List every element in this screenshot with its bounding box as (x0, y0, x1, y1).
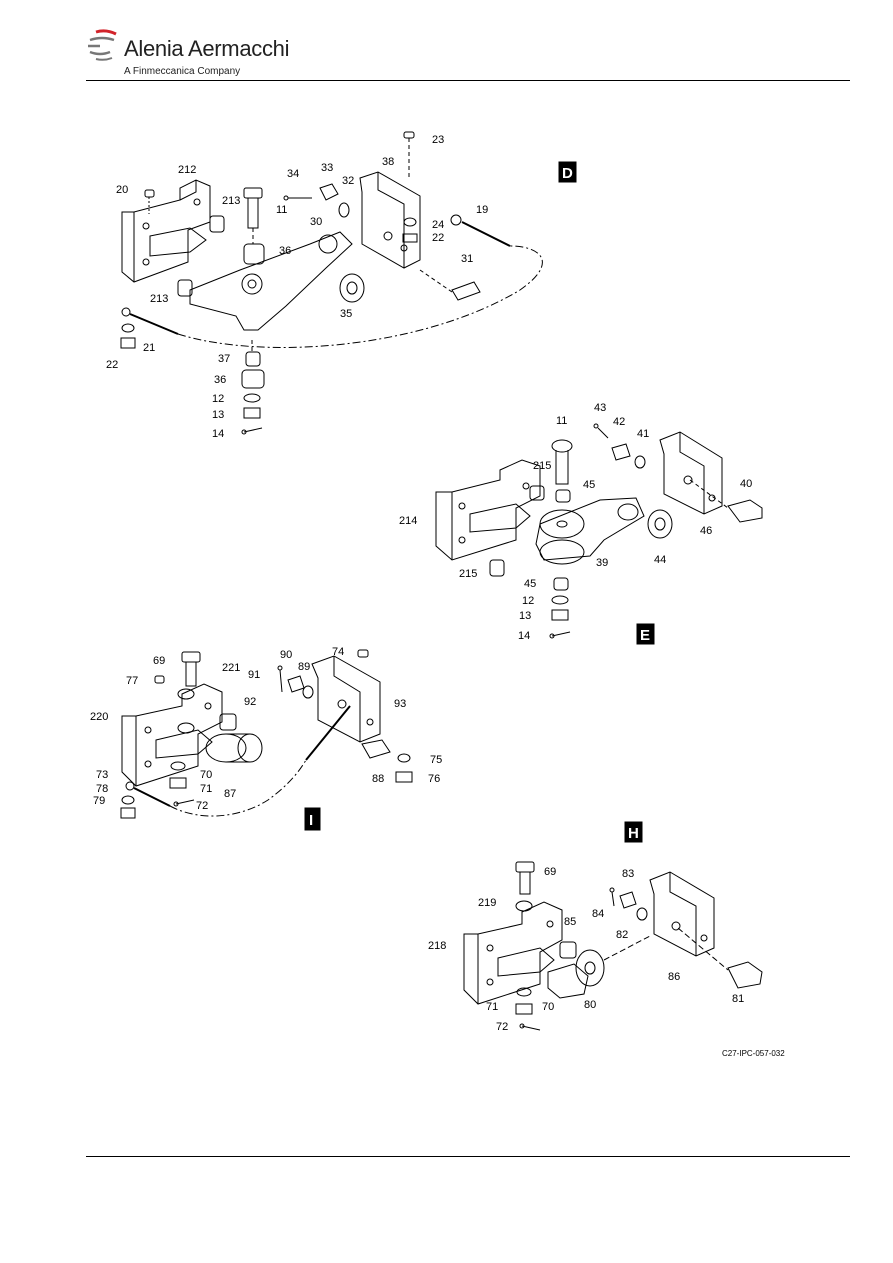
callout: 22 (432, 232, 444, 244)
callout: 36 (279, 245, 291, 257)
callout: 36 (214, 374, 226, 386)
callout: 13 (212, 409, 224, 421)
callout: 88 (372, 773, 384, 785)
company-name: Alenia Aermacchi (124, 36, 290, 61)
callout: 38 (382, 156, 394, 168)
callout: 32 (342, 175, 354, 187)
callout: 212 (178, 164, 196, 176)
callout: 71 (486, 1001, 498, 1013)
callout: 22 (106, 359, 118, 371)
view-h-assembly (463, 861, 763, 1031)
callout: 12 (522, 595, 534, 607)
view-d-assembly (120, 131, 543, 435)
callout: 40 (740, 478, 752, 490)
callout: 31 (461, 253, 473, 265)
footer-rule (86, 1156, 850, 1157)
callout: 87 (224, 788, 236, 800)
callout: 213 (222, 195, 240, 207)
callout: 89 (298, 661, 310, 673)
callout: 74 (332, 646, 344, 658)
callout: 220 (90, 711, 108, 723)
callout: 24 (432, 219, 444, 231)
callout: 11 (276, 204, 287, 216)
view-badge-e (636, 623, 655, 645)
callout: 215 (533, 460, 551, 472)
callout: 213 (150, 293, 168, 305)
callout: 12 (212, 393, 224, 405)
callout: 83 (622, 868, 634, 880)
callout: 21 (143, 342, 155, 354)
callout: 43 (594, 402, 606, 414)
callout: 35 (340, 308, 352, 320)
callout: 45 (583, 479, 595, 491)
callout: 91 (248, 669, 260, 681)
callouts-view-i: 69 221 90 74 77 91 89 220 92 93 73 70 75… (90, 646, 442, 812)
callouts-view-d: 23 212 20 34 33 32 38 213 11 30 24 22 19… (106, 134, 488, 440)
callout: 70 (542, 1001, 554, 1013)
callout: 71 (200, 783, 212, 795)
header-rule (86, 80, 850, 81)
drawing-code: C27-IPC-057-032 (722, 1049, 785, 1058)
callout: 82 (616, 929, 628, 941)
callout: 44 (654, 554, 666, 566)
callout: 78 (96, 783, 108, 795)
callout: 86 (668, 971, 680, 983)
callout: 85 (564, 916, 576, 928)
view-badge-d (558, 161, 577, 183)
callout: 93 (394, 698, 406, 710)
callout: 214 (399, 515, 417, 527)
view-letter-d: D (562, 165, 573, 182)
view-badge-h (624, 821, 643, 843)
callout: 219 (478, 897, 496, 909)
company-tagline: A Finmeccanica Company (124, 66, 241, 77)
callout: 45 (524, 578, 536, 590)
callout: 70 (200, 769, 212, 781)
callout: 41 (637, 428, 649, 440)
callout: 84 (592, 908, 604, 920)
page-header: Alenia Aermacchi A Finmeccanica Company (0, 0, 893, 84)
callout: 39 (596, 557, 608, 569)
callout: 30 (310, 216, 322, 228)
swoosh-logo-icon (88, 29, 117, 61)
callout: 46 (700, 525, 712, 537)
callout: 75 (430, 754, 442, 766)
callout: 37 (218, 353, 230, 365)
view-letter-e: E (640, 627, 650, 644)
view-e-assembly (435, 423, 763, 639)
callout: 218 (428, 940, 446, 952)
callout: 13 (519, 610, 531, 622)
callout: 81 (732, 993, 744, 1005)
callout: 221 (222, 662, 240, 674)
callout: 92 (244, 696, 256, 708)
callouts-view-e: 11 43 42 41 215 45 40 214 46 39 44 215 4… (399, 402, 752, 642)
callout: 23 (432, 134, 444, 146)
callout: 14 (518, 630, 530, 642)
company-logo: Alenia Aermacchi A Finmeccanica Company (86, 22, 306, 82)
callout: 19 (476, 204, 488, 216)
view-i-assembly (120, 649, 413, 819)
callout: 69 (544, 866, 556, 878)
callout: 42 (613, 416, 625, 428)
callout: 20 (116, 184, 128, 196)
callout: 215 (459, 568, 477, 580)
callout: 34 (287, 168, 299, 180)
callouts-view-h: 69 83 219 84 85 218 82 86 81 80 71 70 72 (428, 866, 744, 1033)
view-letter-h: H (628, 825, 639, 842)
callout: 33 (321, 162, 333, 174)
callout: 11 (556, 415, 567, 427)
callout: 80 (584, 999, 596, 1011)
callout: 72 (496, 1021, 508, 1033)
callout: 79 (93, 795, 105, 807)
callout: 90 (280, 649, 292, 661)
callout: 72 (196, 800, 208, 812)
view-badge-i (304, 807, 321, 831)
callout: 73 (96, 769, 108, 781)
callout: 76 (428, 773, 440, 785)
callout: 77 (126, 675, 138, 687)
view-letter-i: I (309, 812, 313, 829)
callout: 69 (153, 655, 165, 667)
callout: 14 (212, 428, 224, 440)
